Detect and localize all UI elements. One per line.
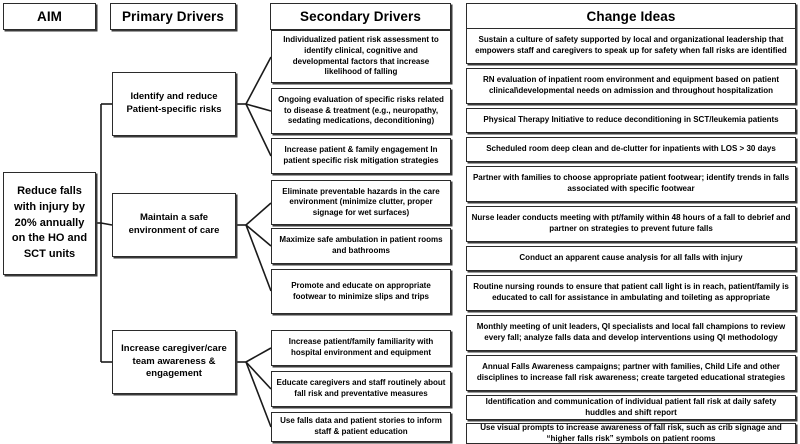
secondary-driver-box-2: Ongoing evaluation of specific risks rel…: [271, 88, 451, 134]
connector-pd1-to-sd2: [245, 103, 272, 112]
change-idea-box-4: Scheduled room deep clean and de-clutter…: [466, 137, 796, 162]
change-idea-box-11: Identification and communication of indi…: [466, 395, 796, 420]
column-header-aim: AIM: [3, 3, 96, 30]
secondary-driver-box-5: Maximize safe ambulation in patient room…: [271, 228, 451, 264]
connector-pd1-to-sd3: [245, 103, 272, 157]
connector-aim-to-pd2: [100, 222, 113, 226]
change-idea-box-10: Annual Falls Awareness campaigns; partne…: [466, 355, 796, 391]
secondary-driver-box-7: Increase patient/family familiarity with…: [271, 330, 451, 366]
secondary-driver-box-8: Educate caregivers and staff routinely a…: [271, 371, 451, 407]
secondary-driver-box-4: Eliminate preventable hazards in the car…: [271, 180, 451, 225]
connector-pd3-to-sd7: [245, 347, 272, 363]
change-idea-box-8: Routine nursing rounds to ensure that pa…: [466, 275, 796, 311]
change-idea-box-3: Physical Therapy Initiative to reduce de…: [466, 108, 796, 133]
change-idea-box-12: Use visual prompts to increase awareness…: [466, 423, 796, 444]
connector-pd3-to-sd8: [245, 361, 272, 390]
column-header-change-ideas: Change Ideas: [466, 3, 796, 30]
secondary-driver-box-1: Individualized patient risk assessment t…: [271, 30, 451, 83]
change-idea-box-2: RN evaluation of inpatient room environm…: [466, 68, 796, 104]
connector-pd2-to-sd6: [245, 224, 272, 292]
column-header-primary-drivers: Primary Drivers: [110, 3, 236, 30]
connector-pd3-to-sd9: [245, 361, 272, 428]
connector-pd1-to-sd1: [245, 56, 272, 105]
change-idea-box-5: Partner with families to choose appropri…: [466, 166, 796, 202]
primary-driver-box-2: Maintain a safe environment of care: [112, 193, 236, 257]
connector-pd2-to-sd4: [245, 202, 272, 226]
secondary-driver-box-9: Use falls data and patient stories to in…: [271, 412, 451, 442]
change-idea-box-9: Monthly meeting of unit leaders, QI spec…: [466, 315, 796, 351]
aim-box: Reduce falls with injury by 20% annually…: [3, 172, 96, 275]
primary-driver-box-3: Increase caregiver/care team awareness &…: [112, 330, 236, 394]
primary-driver-box-1: Identify and reduce Patient-specific ris…: [112, 72, 236, 136]
column-header-secondary-drivers: Secondary Drivers: [270, 3, 451, 30]
change-idea-box-7: Conduct an apparent cause analysis for a…: [466, 246, 796, 271]
secondary-driver-box-6: Promote and educate on appropriate footw…: [271, 269, 451, 314]
secondary-driver-box-3: Increase patient & family engagement In …: [271, 138, 451, 174]
change-idea-box-6: Nurse leader conducts meeting with pt/fa…: [466, 206, 796, 242]
connector-pd2-to-sd5: [245, 224, 272, 247]
change-idea-box-1: Sustain a culture of safety supported by…: [466, 28, 796, 64]
